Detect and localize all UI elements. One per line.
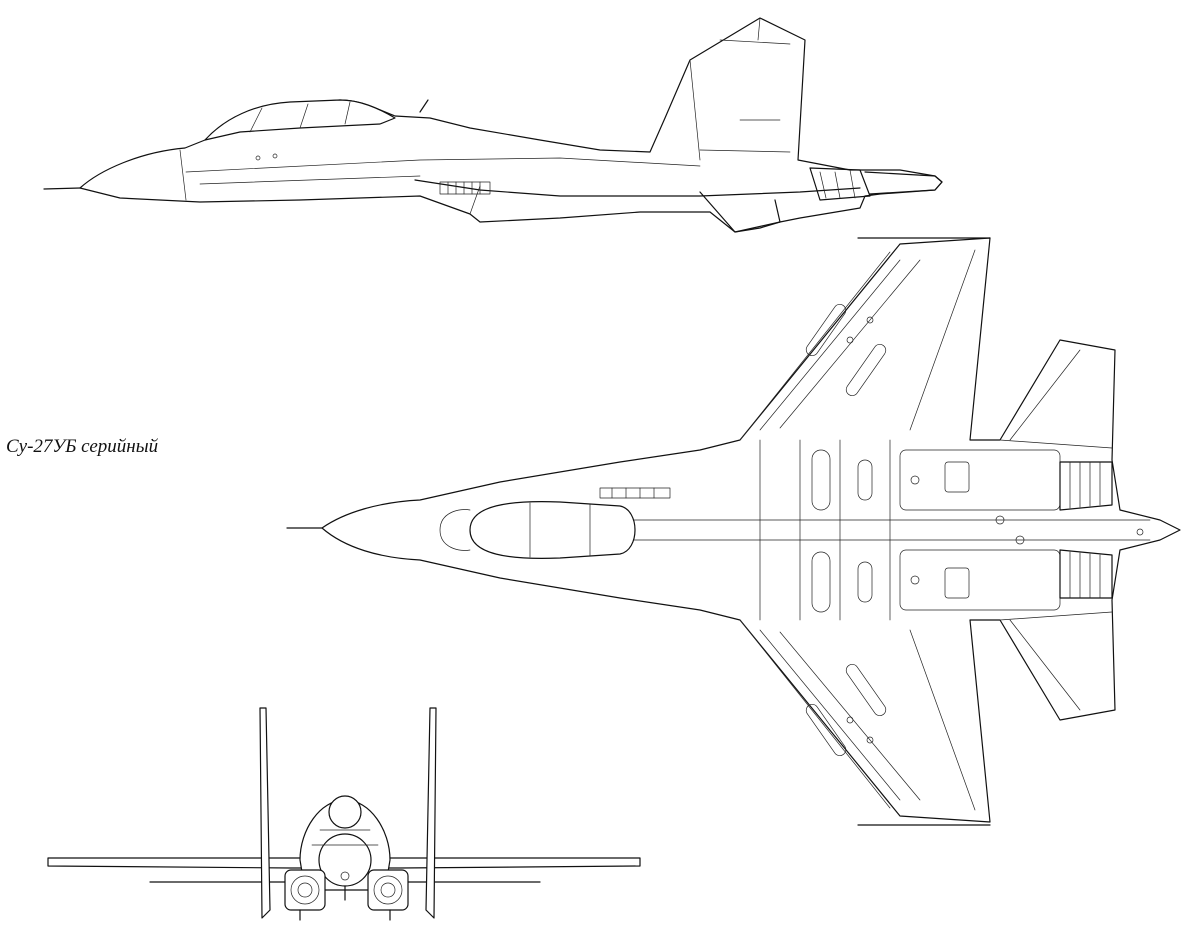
aircraft-caption: Су-27УБ серийный <box>6 436 159 457</box>
side-view <box>43 17 943 233</box>
front-view <box>47 707 641 921</box>
top-view <box>286 237 1181 826</box>
